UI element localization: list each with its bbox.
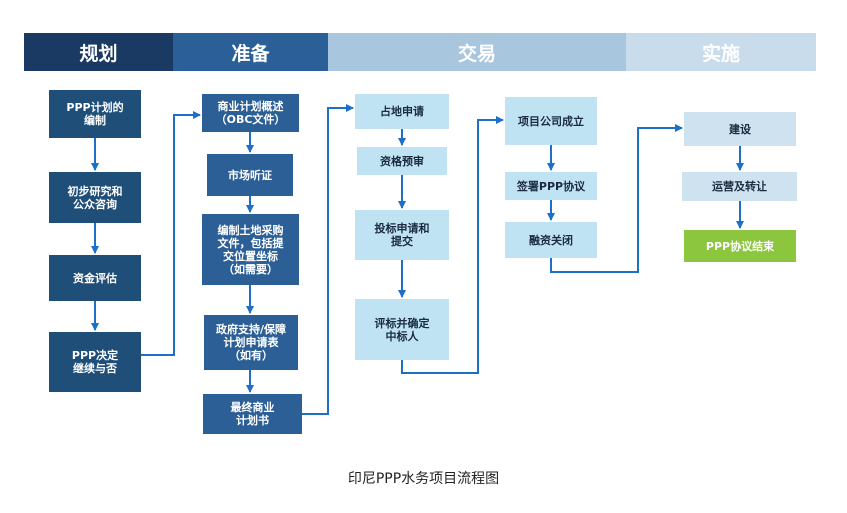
figure-caption: 印尼PPP水务项目流程图 bbox=[347, 471, 500, 487]
impl-step-ppp-end: PPP协议结束 bbox=[684, 230, 796, 262]
arrow-plan-to-prep bbox=[141, 111, 201, 356]
trans-step-bid-evaluation: 评标并确定 中标人 bbox=[355, 299, 449, 360]
impl-step-construction: 建设 bbox=[684, 112, 796, 146]
prep-step-final-business-plan: 最终商业 计划书 bbox=[203, 394, 302, 434]
plan-step-ppp-plan: PPP计划的 编制 bbox=[49, 90, 141, 138]
prep-step-obc: 商业计划概述 （OBC文件） bbox=[202, 94, 299, 132]
prep-step-land-documents: 编制土地采购 文件，包括提 交位置坐标 （如需要） bbox=[202, 214, 299, 285]
phase-implementation: 实施 bbox=[626, 33, 816, 71]
arrow-prep-to-trans bbox=[302, 104, 354, 415]
impl-step-operation-transfer: 运营及转让 bbox=[682, 172, 797, 201]
trans-step-bid-submission: 投标申请和 提交 bbox=[355, 210, 449, 260]
arrow-trans-to-impl bbox=[550, 124, 683, 273]
prep-step-market-hearing: 市场听证 bbox=[207, 154, 293, 196]
plan-step-ppp-decision: PPP决定 继续与否 bbox=[49, 332, 141, 392]
plan-step-preliminary-study: 初步研究和 公众咨询 bbox=[49, 172, 141, 223]
trans-step-sign-ppp: 签署PPP协议 bbox=[505, 172, 597, 200]
trans-step-land-application: 占地申请 bbox=[355, 94, 449, 129]
trans-step-prequalification: 资格预审 bbox=[357, 147, 447, 175]
phase-preparation: 准备 bbox=[173, 33, 328, 71]
trans-step-financial-close: 融资关闭 bbox=[505, 222, 597, 258]
prep-step-government-support: 政府支持/保障 计划申请表 （如有） bbox=[204, 315, 298, 370]
trans-step-project-company: 项目公司成立 bbox=[505, 97, 597, 145]
arrow-trans-to-company bbox=[401, 116, 504, 374]
plan-step-funding-assessment: 资金评估 bbox=[49, 255, 141, 301]
phase-transaction: 交易 bbox=[328, 33, 626, 71]
phase-planning: 规划 bbox=[24, 33, 173, 71]
